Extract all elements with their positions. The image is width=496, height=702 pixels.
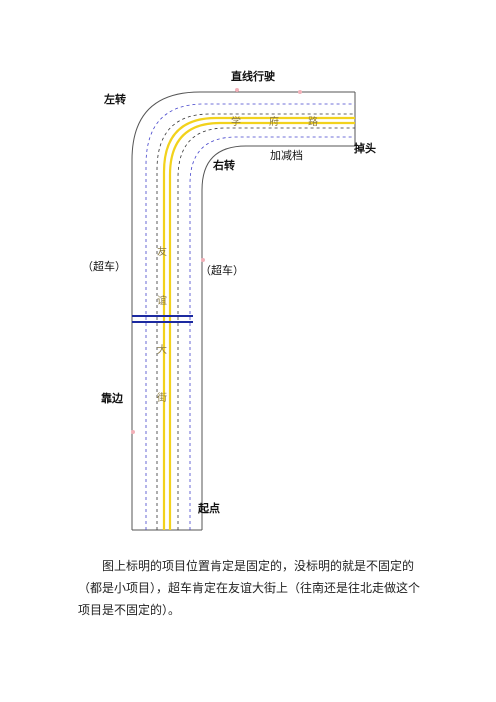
street-char-h: 府 <box>269 117 279 128</box>
label-straight: 直线行驶 <box>231 70 275 83</box>
center-line-b <box>168 121 355 530</box>
label-shift: 加减档 <box>270 149 303 162</box>
lane-dash-2 <box>156 113 355 530</box>
lane-dash-3 <box>177 127 355 530</box>
marker-dot <box>131 430 135 434</box>
road-inner-edge <box>201 145 355 530</box>
lane-dash-1 <box>145 103 355 530</box>
street-char-h: 路 <box>308 117 318 128</box>
center-line-a <box>162 116 355 530</box>
road-outer-edge <box>131 91 355 530</box>
label-overtake-left: （超车） <box>82 260 126 273</box>
caption-paragraph: 图上标明的项目位置肯定是固定的，没标明的就是不固定的（都是小项目），超车肯定在友… <box>78 559 421 617</box>
street-char-v: 大 <box>157 345 167 356</box>
lane-dash-4 <box>189 136 355 530</box>
label-right-turn: 右转 <box>213 159 235 172</box>
label-u-turn: 掉头 <box>354 142 376 155</box>
street-char-v: 谊 <box>157 296 167 307</box>
label-overtake-right: （超车） <box>200 264 244 277</box>
label-start: 起点 <box>198 502 220 515</box>
marker-dot <box>298 90 302 94</box>
label-pull-over: 靠边 <box>101 392 123 405</box>
street-char-h: 学 <box>231 117 241 128</box>
label-left-turn: 左转 <box>104 93 126 106</box>
street-char-v: 友 <box>157 247 167 258</box>
marker-dot <box>201 258 205 262</box>
marker-dot <box>235 88 239 92</box>
street-char-v: 街 <box>157 393 167 404</box>
